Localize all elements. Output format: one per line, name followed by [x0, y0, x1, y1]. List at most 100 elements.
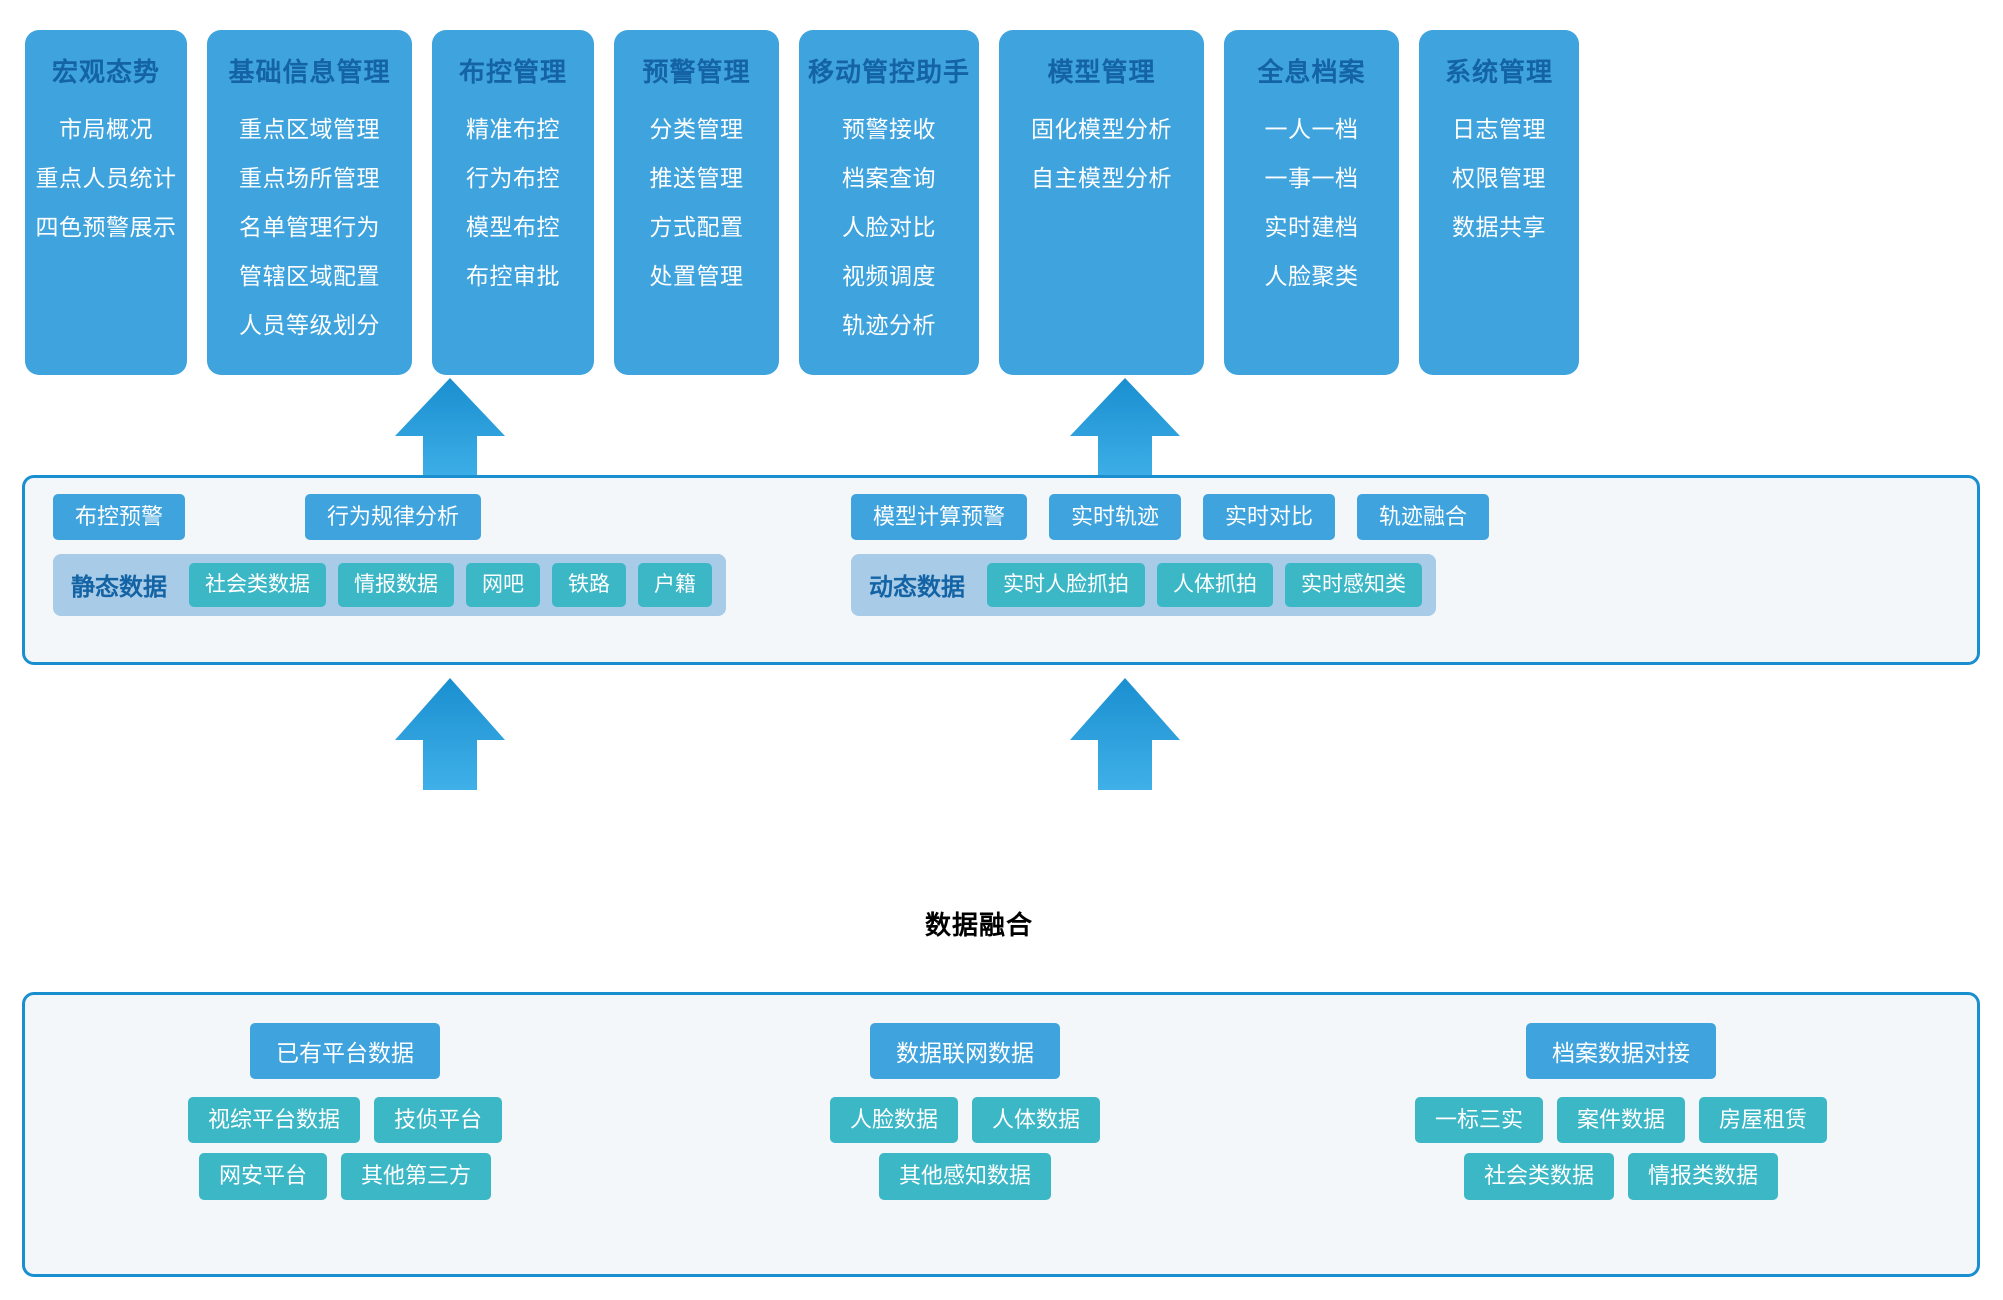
- capability-pill[interactable]: 实时轨迹: [1049, 494, 1182, 541]
- capability-pill[interactable]: 实时对比: [1203, 494, 1336, 541]
- module-card-title: 系统管理: [1444, 57, 1553, 87]
- module-item[interactable]: 实时建档: [1264, 214, 1359, 240]
- source-pill[interactable]: 房屋租赁: [1699, 1097, 1828, 1144]
- source-pill-row: 其他感知数据: [878, 1153, 1051, 1200]
- source-group-0: 已有平台数据视综平台数据技侦平台网安平台其他第三方: [25, 995, 665, 1274]
- module-item[interactable]: 人脸对比: [842, 214, 936, 240]
- module-item[interactable]: 数据共享: [1452, 214, 1546, 240]
- module-card-title: 宏观态势: [51, 57, 160, 87]
- source-pill[interactable]: 网安平台: [198, 1153, 327, 1200]
- module-card-6: 全息档案一人一档一事一档实时建档人脸聚类: [1224, 30, 1399, 375]
- data-source-pill[interactable]: 实时感知类: [1285, 563, 1422, 607]
- module-item[interactable]: 人员等级划分: [239, 312, 380, 338]
- module-item[interactable]: 视频调度: [842, 263, 936, 289]
- data-fusion-label: 数据融合: [925, 910, 1034, 940]
- module-item[interactable]: 精准布控: [466, 116, 560, 142]
- module-item-list: 精准布控行为布控模型布控布控审批: [432, 105, 594, 301]
- module-card-2: 布控管理精准布控行为布控模型布控布控审批: [432, 30, 594, 375]
- data-source-pill[interactable]: 户籍: [638, 563, 712, 607]
- source-group-head[interactable]: 已有平台数据: [250, 1023, 440, 1079]
- module-item[interactable]: 市局概况: [59, 116, 153, 142]
- module-item[interactable]: 一人一档: [1264, 116, 1359, 142]
- module-item[interactable]: 名单管理行为: [239, 214, 380, 240]
- source-pill-rows: 人脸数据人体数据其他感知数据: [829, 1097, 1101, 1200]
- module-item[interactable]: 重点场所管理: [239, 165, 380, 191]
- source-pill[interactable]: 案件数据: [1556, 1097, 1685, 1144]
- module-item-list: 市局概况重点人员统计四色预警展示: [25, 105, 187, 252]
- capability-pill[interactable]: 模型计算预警: [851, 494, 1028, 541]
- module-item-list: 一人一档一事一档实时建档人脸聚类: [1224, 105, 1399, 301]
- module-card-3: 预警管理分类管理推送管理方式配置处置管理: [614, 30, 779, 375]
- source-group-head[interactable]: 档案数据对接: [1526, 1023, 1716, 1079]
- static-data-section: 布控预警 行为规律分析 静态数据 社会类数据情报数据网吧铁路户籍: [53, 494, 798, 646]
- module-item[interactable]: 日志管理: [1452, 116, 1546, 142]
- source-pill[interactable]: 其他感知数据: [878, 1153, 1051, 1200]
- source-pill-rows: 一标三实案件数据房屋租赁社会类数据情报类数据: [1414, 1097, 1828, 1200]
- module-item[interactable]: 自主模型分析: [1031, 165, 1172, 191]
- module-item[interactable]: 重点区域管理: [239, 116, 380, 142]
- module-item[interactable]: 轨迹分析: [842, 312, 936, 338]
- source-pill[interactable]: 视综平台数据: [187, 1097, 360, 1144]
- module-item-list: 预警接收档案查询人脸对比视频调度轨迹分析: [799, 105, 979, 350]
- module-item[interactable]: 管辖区域配置: [239, 263, 380, 289]
- module-card-title: 移动管控助手: [807, 57, 970, 87]
- source-pill[interactable]: 技侦平台: [374, 1097, 503, 1144]
- data-service-layer-panel: 布控预警行为规律分析 静态数据 社会类数据情报数据网吧铁路户籍 模型计算预警实时…: [22, 475, 1980, 665]
- module-item-list: 分类管理推送管理方式配置处置管理: [614, 105, 779, 301]
- module-card-1: 基础信息管理重点区域管理重点场所管理名单管理行为管辖区域配置人员等级划分: [207, 30, 412, 375]
- module-item[interactable]: 人脸聚类: [1264, 263, 1359, 289]
- static-data-band: 静态数据 社会类数据情报数据网吧铁路户籍: [53, 554, 726, 616]
- module-item[interactable]: 推送管理: [649, 165, 744, 191]
- module-item[interactable]: 固化模型分析: [1031, 116, 1172, 142]
- module-item[interactable]: 档案查询: [842, 165, 936, 191]
- source-pill-row: 视综平台数据技侦平台: [187, 1097, 503, 1144]
- source-group-2: 档案数据对接一标三实案件数据房屋租赁社会类数据情报类数据: [1265, 995, 1977, 1274]
- source-group-head[interactable]: 数据联网数据: [870, 1023, 1060, 1079]
- source-pill[interactable]: 人脸数据: [829, 1097, 958, 1144]
- module-item-list: 重点区域管理重点场所管理名单管理行为管辖区域配置人员等级划分: [207, 105, 412, 350]
- application-modules-row: 宏观态势市局概况重点人员统计四色预警展示基础信息管理重点区域管理重点场所管理名单…: [25, 30, 1978, 375]
- module-card-title: 预警管理: [642, 57, 751, 87]
- data-source-pill[interactable]: 实时人脸抓拍: [987, 563, 1145, 607]
- module-item[interactable]: 方式配置: [649, 214, 744, 240]
- dynamic-data-label: 动态数据: [869, 574, 965, 602]
- module-item[interactable]: 四色预警展示: [35, 214, 177, 240]
- module-item[interactable]: 模型布控: [466, 214, 560, 240]
- source-pill-row: 社会类数据情报类数据: [1463, 1153, 1778, 1200]
- data-source-pill[interactable]: 社会类数据: [189, 563, 326, 607]
- source-pill[interactable]: 一标三实: [1414, 1097, 1543, 1144]
- data-source-pill[interactable]: 铁路: [552, 563, 626, 607]
- dynamic-data-band: 动态数据 实时人脸抓拍人体抓拍实时感知类: [851, 554, 1436, 616]
- dynamic-data-section: 模型计算预警实时轨迹实时对比轨迹融合 动态数据 实时人脸抓拍人体抓拍实时感知类: [851, 494, 1596, 646]
- module-item[interactable]: 预警接收: [842, 116, 936, 142]
- source-pill-row: 一标三实案件数据房屋租赁: [1414, 1097, 1828, 1144]
- capability-pill[interactable]: 布控预警: [53, 494, 186, 541]
- module-item[interactable]: 行为布控: [466, 165, 560, 191]
- source-pill[interactable]: 情报类数据: [1627, 1153, 1778, 1200]
- module-card-title: 全息档案: [1257, 57, 1366, 87]
- data-source-pill[interactable]: 人体抓拍: [1157, 563, 1273, 607]
- module-card-title: 模型管理: [1047, 57, 1156, 87]
- data-source-pill[interactable]: 网吧: [466, 563, 540, 607]
- capability-pill[interactable]: 轨迹融合: [1357, 494, 1490, 541]
- source-pill[interactable]: 人体数据: [972, 1097, 1101, 1144]
- module-item[interactable]: 处置管理: [649, 263, 744, 289]
- source-group-1: 数据联网数据人脸数据人体数据其他感知数据: [665, 995, 1265, 1274]
- module-item[interactable]: 布控审批: [466, 263, 560, 289]
- source-pill-row: 人脸数据人体数据: [829, 1097, 1101, 1144]
- module-card-7: 系统管理日志管理权限管理数据共享: [1419, 30, 1579, 375]
- module-item[interactable]: 重点人员统计: [35, 165, 177, 191]
- source-pill-row: 网安平台其他第三方: [198, 1153, 492, 1200]
- capability-pill[interactable]: 行为规律分析: [305, 494, 482, 541]
- data-source-layer-panel: 已有平台数据视综平台数据技侦平台网安平台其他第三方数据联网数据人脸数据人体数据其…: [22, 992, 1980, 1277]
- data-source-pill[interactable]: 情报数据: [338, 563, 454, 607]
- source-pill[interactable]: 其他第三方: [341, 1153, 492, 1200]
- source-pill[interactable]: 社会类数据: [1463, 1153, 1614, 1200]
- module-item[interactable]: 权限管理: [1452, 165, 1546, 191]
- module-item[interactable]: 分类管理: [649, 116, 744, 142]
- module-item[interactable]: 一事一档: [1264, 165, 1359, 191]
- module-item-list: 固化模型分析自主模型分析: [999, 105, 1204, 203]
- dynamic-capability-row: 模型计算预警实时轨迹实时对比轨迹融合: [851, 494, 1596, 541]
- source-pill-rows: 视综平台数据技侦平台网安平台其他第三方: [187, 1097, 503, 1200]
- module-card-4: 移动管控助手预警接收档案查询人脸对比视频调度轨迹分析: [799, 30, 979, 375]
